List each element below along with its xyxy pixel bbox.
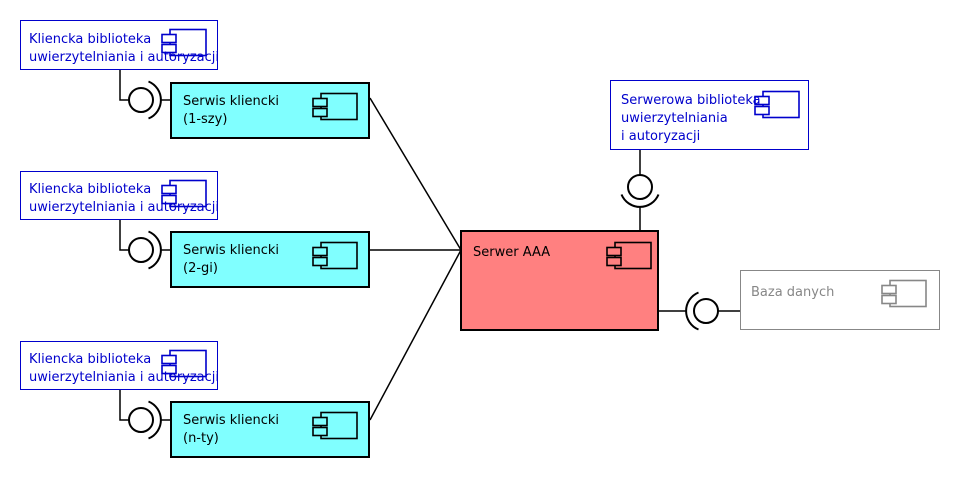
provided-interface-ball bbox=[128, 237, 154, 263]
label-line-3: i autoryzacji bbox=[621, 129, 701, 144]
label-line-1: Serwerowa biblioteka bbox=[621, 93, 761, 108]
label-line-2: uwierzytelniania bbox=[621, 111, 728, 126]
service-to-server-links bbox=[369, 97, 462, 421]
ball-socket-connector-client-1 bbox=[119, 70, 170, 120]
label-line-2: (2-gi) bbox=[183, 261, 218, 276]
component-client-library-3[interactable]: Kliencka biblioteka uwierzytelniania i a… bbox=[20, 341, 219, 390]
component-icon bbox=[161, 28, 207, 57]
label-line-2: (n-ty) bbox=[183, 431, 219, 446]
component-icon bbox=[754, 90, 800, 119]
component-server-aaa[interactable]: Serwer AAA bbox=[460, 230, 659, 331]
component-icon bbox=[881, 279, 927, 308]
ball-socket-connector-client-2 bbox=[119, 220, 170, 270]
component-client-service-1[interactable]: Serwis kliencki (1-szy) bbox=[170, 82, 370, 139]
component-label: Baza danych bbox=[751, 284, 834, 302]
ball-socket-connector-database bbox=[659, 291, 740, 331]
component-client-service-3[interactable]: Serwis kliencki (n-ty) bbox=[170, 401, 370, 458]
provided-interface-ball bbox=[627, 174, 653, 200]
component-label: Serwerowa biblioteka uwierzytelniania i … bbox=[621, 92, 761, 146]
ball-socket-connector-server-library bbox=[620, 150, 660, 230]
label-line-1: Baza danych bbox=[751, 285, 835, 300]
component-label: Kliencka biblioteka uwierzytelniania i a… bbox=[29, 351, 219, 387]
component-icon bbox=[161, 179, 207, 208]
required-interface-socket bbox=[148, 230, 162, 270]
provided-interface-ball bbox=[693, 298, 719, 324]
label-line-2: uwierzytelniania i autoryzacji bbox=[29, 370, 220, 385]
component-label: Serwis kliencki (2-gi) bbox=[183, 242, 279, 278]
component-label: Serwis kliencki (1-szy) bbox=[183, 93, 279, 129]
label-line-2: uwierzytelniania i autoryzacji bbox=[29, 200, 220, 215]
component-client-library-1[interactable]: Kliencka biblioteka uwierzytelniania i a… bbox=[20, 20, 219, 70]
label-line-1: Serwer AAA bbox=[473, 245, 551, 260]
component-label: Kliencka biblioteka uwierzytelniania i a… bbox=[29, 181, 219, 217]
provided-interface-ball bbox=[128, 87, 154, 113]
required-interface-socket bbox=[148, 80, 162, 120]
component-client-service-2[interactable]: Serwis kliencki (2-gi) bbox=[170, 231, 370, 288]
provided-interface-ball bbox=[128, 407, 154, 433]
component-client-library-2[interactable]: Kliencka biblioteka uwierzytelniania i a… bbox=[20, 171, 219, 220]
component-icon bbox=[312, 241, 358, 270]
component-label: Serwis kliencki (n-ty) bbox=[183, 412, 279, 448]
component-icon bbox=[312, 92, 358, 121]
required-interface-socket bbox=[148, 400, 162, 440]
label-line-2: (1-szy) bbox=[183, 112, 228, 127]
component-label: Serwer AAA bbox=[473, 244, 550, 262]
label-line-1: Serwis kliencki bbox=[183, 94, 280, 109]
label-line-1: Kliencka biblioteka bbox=[29, 182, 152, 197]
label-line-1: Serwis kliencki bbox=[183, 243, 280, 258]
component-icon bbox=[161, 349, 207, 378]
component-icon bbox=[312, 411, 358, 440]
component-icon bbox=[606, 241, 652, 270]
label-line-1: Kliencka biblioteka bbox=[29, 32, 152, 47]
link-service1-server bbox=[369, 97, 462, 251]
label-line-2: uwierzytelniania i autoryzacji bbox=[29, 50, 220, 65]
link-service3-server bbox=[369, 249, 462, 421]
ball-socket-connector-client-3 bbox=[119, 390, 170, 440]
label-line-1: Kliencka biblioteka bbox=[29, 352, 152, 367]
required-interface-socket bbox=[685, 291, 699, 331]
component-server-library[interactable]: Serwerowa biblioteka uwierzytelniania i … bbox=[610, 80, 809, 150]
required-interface-socket bbox=[620, 194, 660, 208]
component-database[interactable]: Baza danych bbox=[740, 270, 940, 330]
component-label: Kliencka biblioteka uwierzytelniania i a… bbox=[29, 31, 219, 67]
label-line-1: Serwis kliencki bbox=[183, 413, 280, 428]
